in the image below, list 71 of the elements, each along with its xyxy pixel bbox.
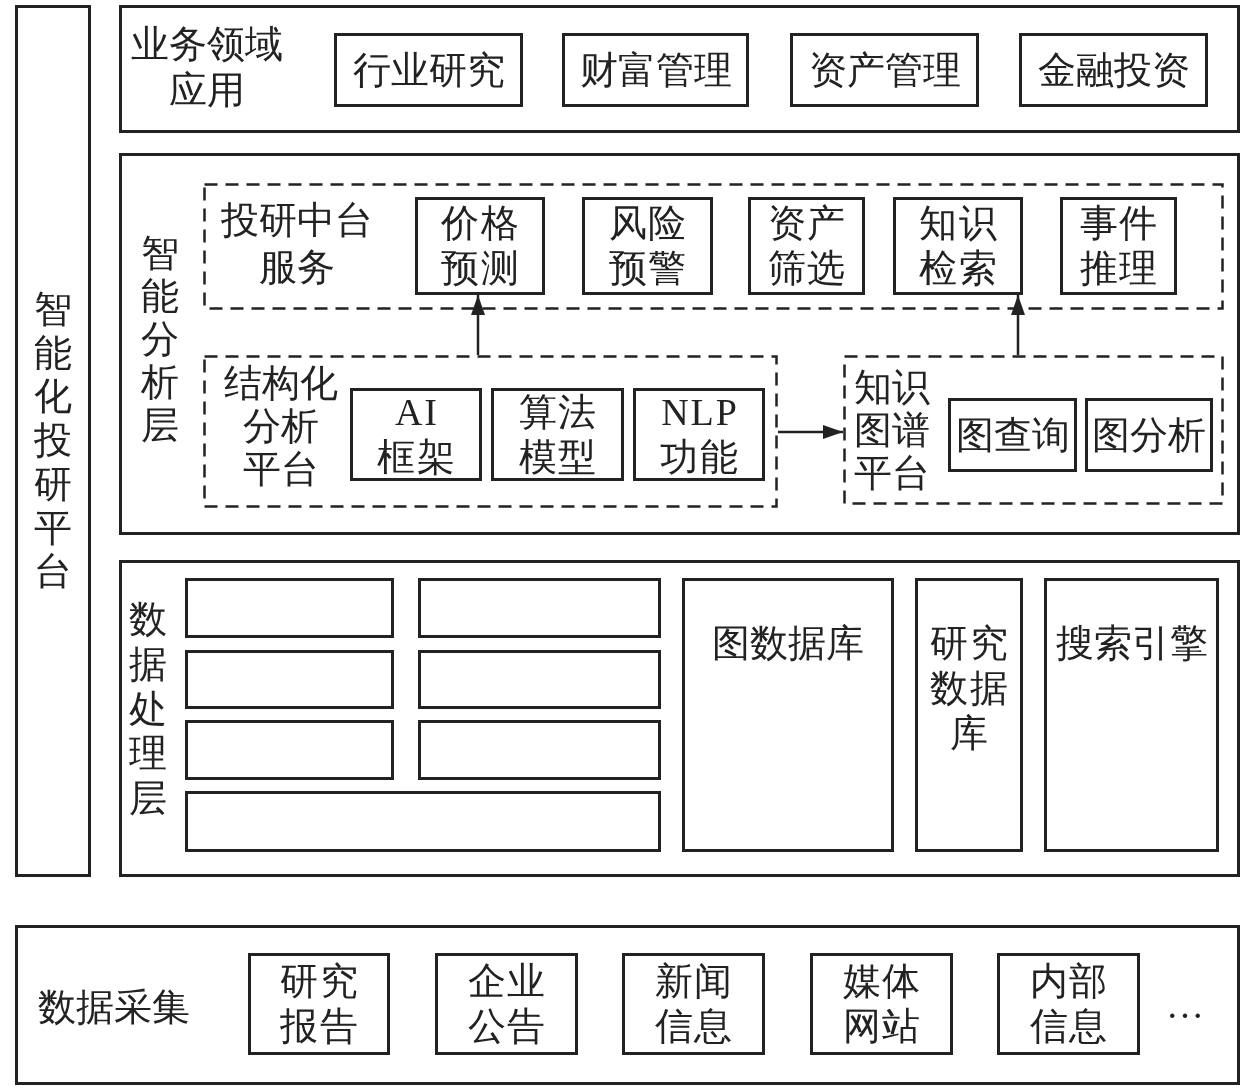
module-label: 资产筛选 bbox=[766, 201, 849, 291]
dashed-group-box bbox=[843, 355, 1224, 505]
module-label: NLP功能 bbox=[659, 389, 741, 480]
module-label: 搜索引擎 bbox=[1055, 621, 1208, 666]
group-title: 知识图谱平台 bbox=[854, 366, 931, 495]
module-box bbox=[622, 953, 765, 1055]
module-box bbox=[415, 197, 545, 295]
module-box bbox=[418, 578, 661, 638]
module-box bbox=[248, 953, 390, 1055]
group-title: 结构化分析平台 bbox=[223, 362, 339, 491]
module-box bbox=[185, 791, 661, 852]
module-label: 内部信息 bbox=[1028, 959, 1111, 1049]
module-label: 风险预警 bbox=[607, 201, 690, 291]
module-label: 研究数据库 bbox=[929, 621, 1011, 756]
module-label: 资产管理 bbox=[808, 47, 961, 93]
module-box bbox=[633, 388, 765, 481]
layer-title: 业务领域应用 bbox=[130, 22, 284, 113]
module-label: 价格预测 bbox=[440, 201, 522, 291]
layer-panel bbox=[119, 560, 1240, 877]
module-box bbox=[748, 197, 865, 295]
arrow bbox=[1011, 295, 1025, 355]
dashed-group-box bbox=[203, 355, 778, 508]
module-box bbox=[682, 578, 894, 852]
module-box bbox=[582, 197, 713, 295]
layer-title: 数据处理层 bbox=[129, 597, 167, 822]
arrow bbox=[778, 425, 843, 439]
module-box bbox=[185, 578, 394, 638]
module-box bbox=[418, 650, 661, 709]
module-box bbox=[893, 197, 1023, 295]
module-label: 新闻信息 bbox=[653, 959, 736, 1049]
layer-panel bbox=[119, 153, 1240, 535]
platform-band bbox=[15, 5, 91, 877]
module-box bbox=[185, 650, 394, 709]
module-box bbox=[185, 720, 394, 780]
module-label: 算法模型 bbox=[517, 389, 600, 480]
module-box bbox=[1085, 398, 1213, 472]
module-label: 金融投资 bbox=[1037, 47, 1190, 93]
module-label: 研究报告 bbox=[279, 959, 361, 1049]
module-label: 财富管理 bbox=[579, 47, 732, 93]
module-box bbox=[915, 578, 1023, 852]
module-label: AI框架 bbox=[376, 389, 458, 480]
arrow bbox=[471, 295, 485, 355]
module-label: 图分析 bbox=[1092, 412, 1206, 458]
module-box bbox=[1060, 197, 1177, 295]
module-label: 企业公告 bbox=[466, 959, 549, 1049]
module-box bbox=[810, 953, 953, 1055]
module-box bbox=[948, 398, 1077, 472]
module-box bbox=[997, 953, 1140, 1055]
module-box bbox=[350, 388, 482, 481]
module-box bbox=[491, 388, 624, 481]
layer-panel bbox=[15, 925, 1240, 1085]
module-label: 行业研究 bbox=[352, 47, 505, 93]
module-label: 媒体网站 bbox=[841, 959, 924, 1049]
module-label: 图查询 bbox=[955, 412, 1070, 458]
module-box bbox=[1044, 578, 1219, 852]
module-label: 事件推理 bbox=[1078, 201, 1161, 291]
module-box bbox=[790, 33, 979, 107]
band-title: 智能化投研平台 bbox=[34, 288, 72, 594]
layer-title: 数据采集 bbox=[37, 985, 191, 1030]
dashed-group-box bbox=[203, 183, 1224, 310]
module-label: 知识检索 bbox=[918, 201, 1000, 291]
module-box bbox=[562, 33, 749, 107]
module-label: 图数据库 bbox=[712, 621, 864, 666]
layer-title: 智能分析层 bbox=[141, 232, 179, 447]
layer-panel bbox=[119, 5, 1240, 133]
group-title: 投研中台服务 bbox=[220, 198, 374, 291]
module-box bbox=[334, 33, 523, 107]
module-box bbox=[1019, 33, 1208, 107]
module-box bbox=[418, 720, 661, 780]
module-box bbox=[435, 953, 578, 1055]
ellipsis-text: … bbox=[1166, 983, 1204, 1028]
